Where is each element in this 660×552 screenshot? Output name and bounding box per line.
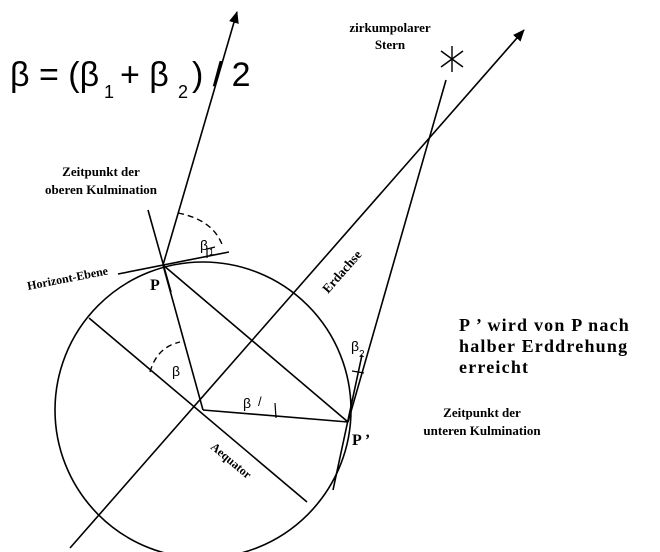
formula-sub2: 2 — [178, 82, 188, 102]
lower-culmination-line2: unteren Kulmination — [423, 423, 541, 438]
note-line2: halber Erddrehung — [459, 336, 628, 356]
angle-beta-equator-label: β — [243, 395, 251, 411]
note-block: P ’ wird von P nach halber Erddrehung er… — [459, 315, 630, 377]
formula: β = (β 1 + β 2 ) / 2 — [10, 56, 251, 102]
angle-beta1-subscript: 1 — [209, 247, 214, 257]
point-p-prime-label: P ’ — [352, 432, 370, 449]
angle-beta2-label: β 2 — [351, 338, 365, 360]
angle-beta-label: β — [172, 363, 180, 379]
formula-lhs: β = (β — [10, 56, 99, 94]
horizon-plane-line — [117, 251, 230, 275]
p-to-p-prime-line — [162, 264, 349, 423]
horizon-at-p-prime-line — [332, 354, 363, 491]
equator-line — [88, 317, 308, 503]
note-line3: erreicht — [459, 357, 529, 377]
star-label-line2: Stern — [375, 37, 406, 52]
upper-culmination-ray — [162, 11, 239, 266]
angle-beta1-label: β 1 — [200, 237, 214, 257]
note-line1: P ’ wird von P nach — [459, 315, 630, 335]
tick-beta1 — [206, 246, 216, 258]
angle-beta2-subscript: 2 — [359, 349, 365, 360]
point-p-label: P — [150, 277, 160, 294]
angle-beta2-symbol: β — [351, 338, 359, 354]
upper-culmination-line2: oberen Kulmination — [45, 182, 158, 197]
formula-sub1: 1 — [104, 82, 114, 102]
upper-culmination-line1: Zeitpunkt der — [62, 164, 140, 179]
lower-culmination-ray — [347, 79, 447, 423]
star-label-line1: zirkumpolarer — [349, 20, 431, 35]
lower-culmination-line1: Zeitpunkt der — [443, 405, 521, 420]
tick-beta2 — [351, 370, 365, 374]
normal-line-at-p — [147, 209, 172, 293]
earth-axis-line — [69, 29, 525, 549]
star-icon — [440, 46, 464, 72]
angle-arc-beta — [149, 341, 181, 373]
horizon-label: Horizont-Ebene — [26, 263, 110, 293]
angle-arc-beta1 — [177, 212, 224, 248]
earth-axis-label: Erdachse — [319, 247, 365, 296]
angle-beta1-symbol: β — [200, 237, 208, 253]
equator-label: Aequator — [208, 440, 255, 482]
angle-beta-equator-slash: / — [258, 394, 262, 409]
formula-plus: + β — [120, 56, 169, 94]
formula-rhs: ) / 2 — [192, 56, 251, 94]
tick-equator-beta — [274, 402, 277, 419]
